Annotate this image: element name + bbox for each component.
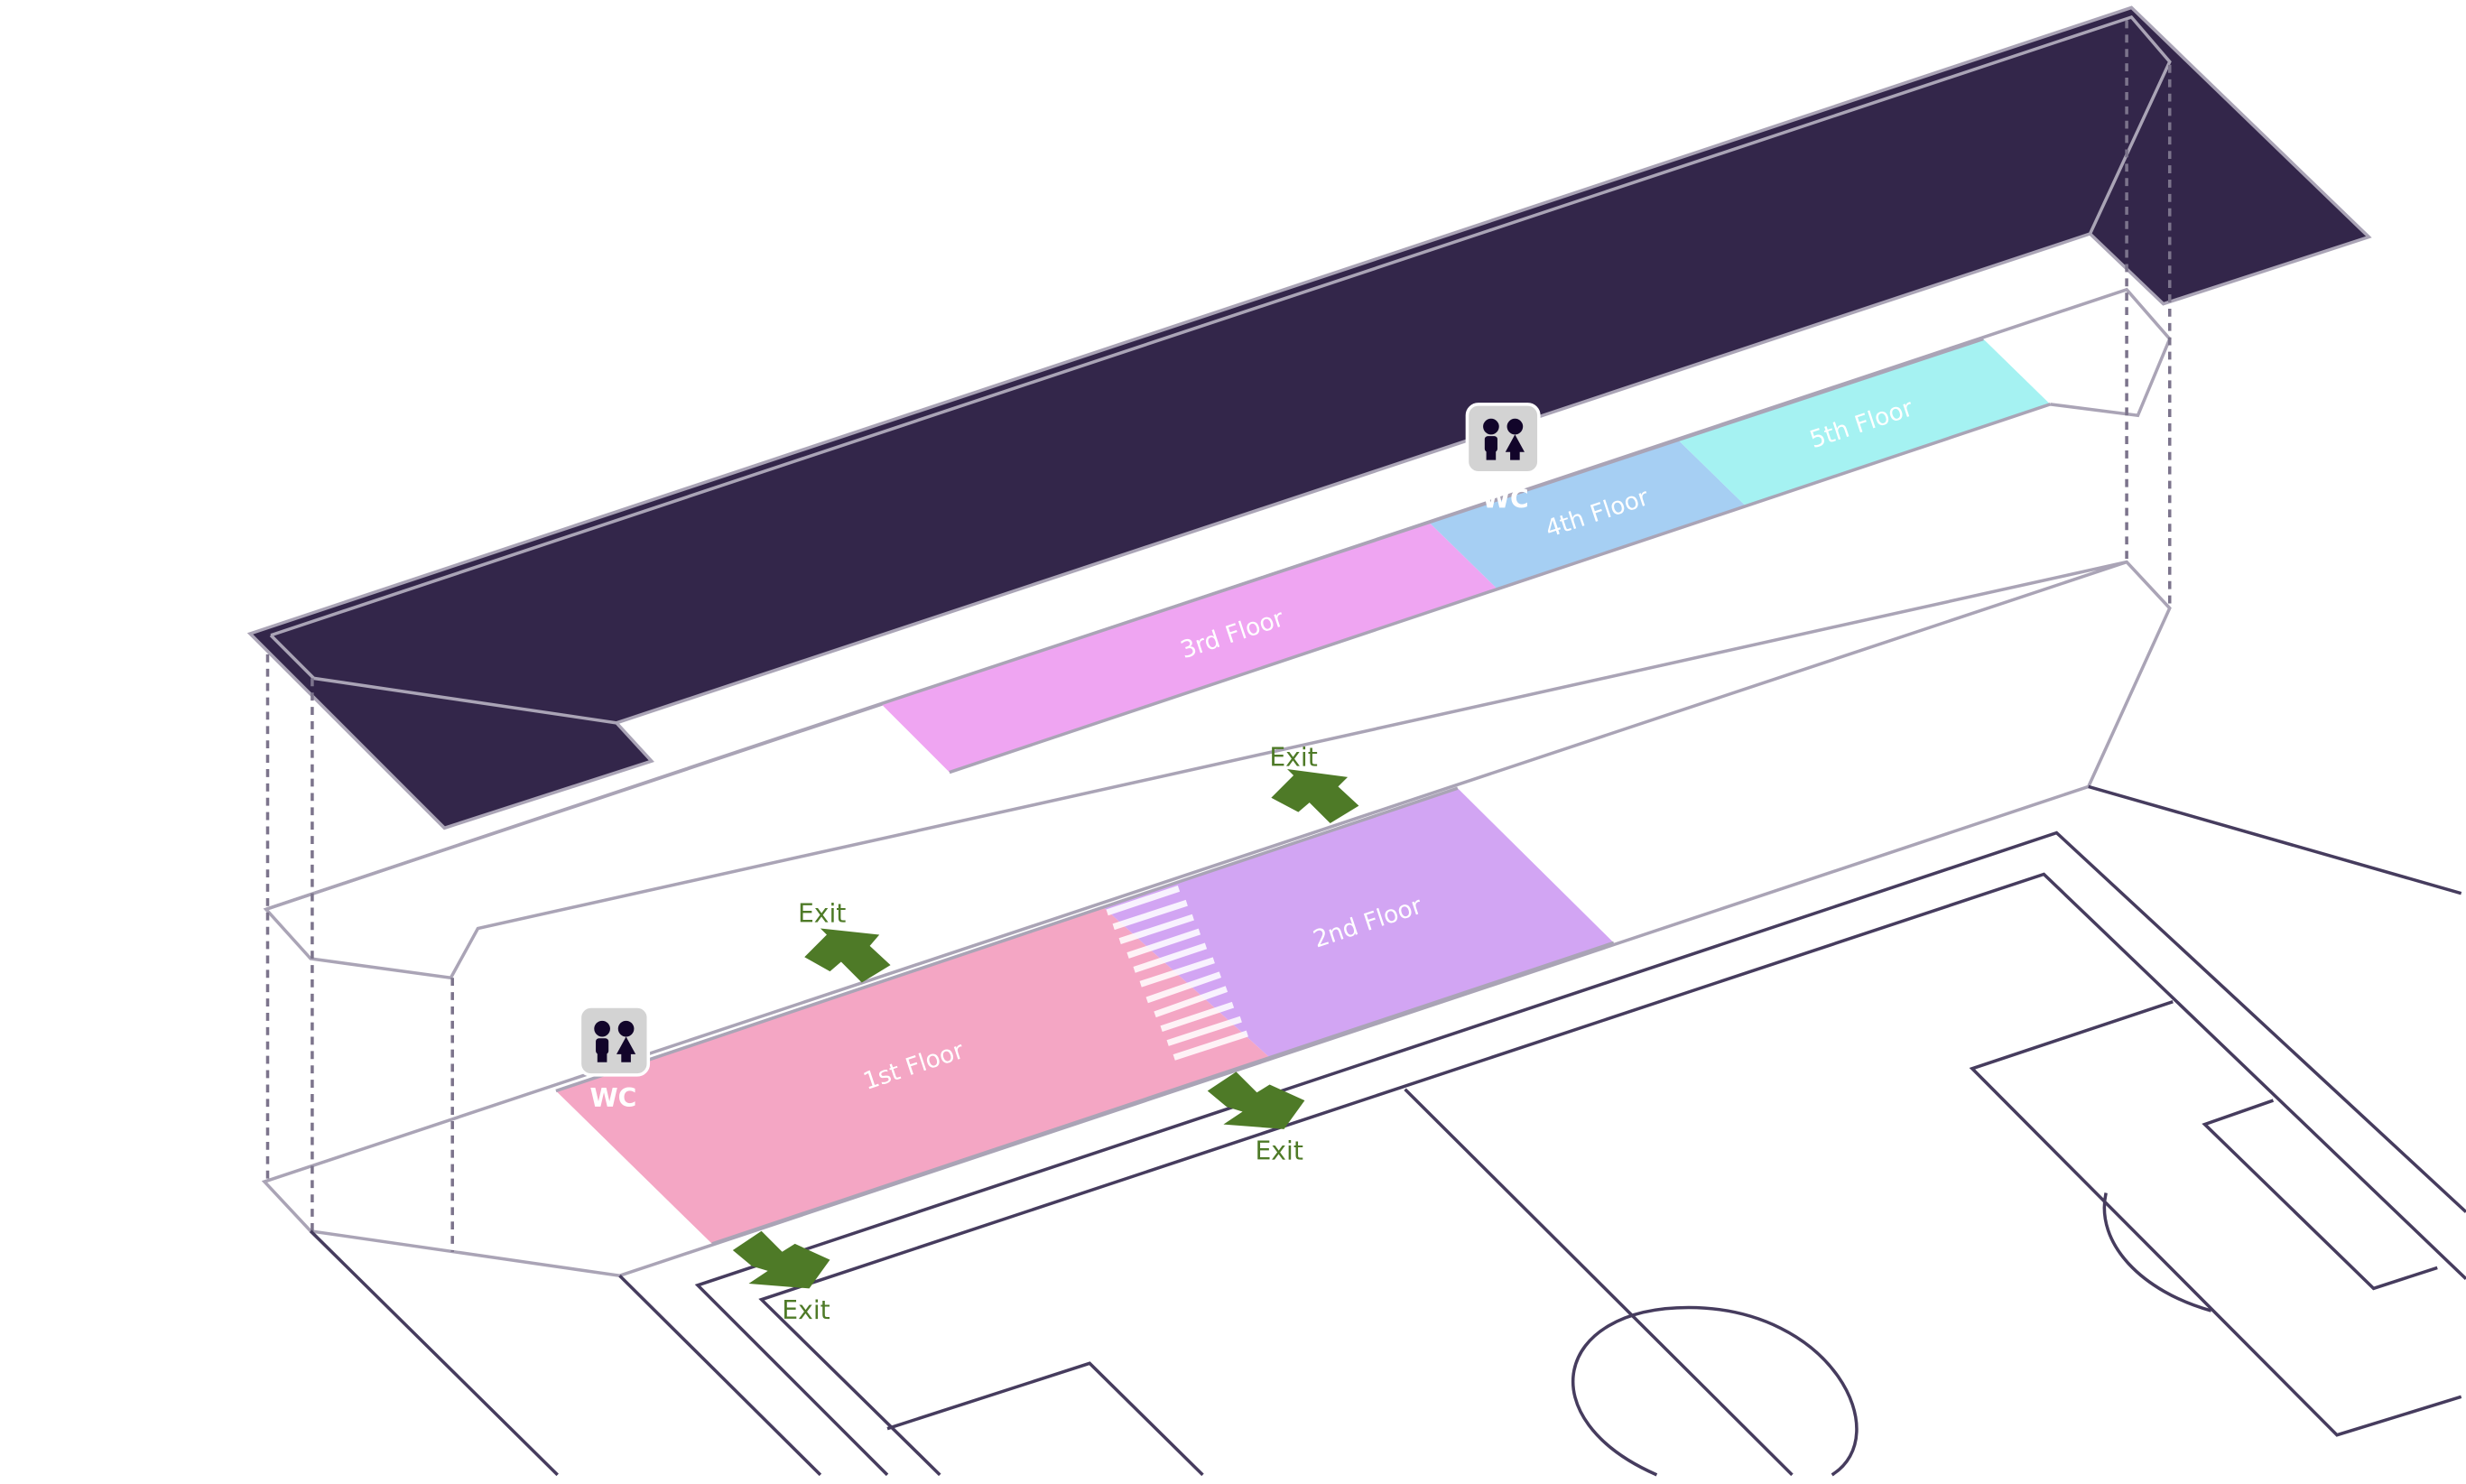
floor-1[interactable]: 1st Floor: [555, 907, 1270, 1244]
exit-arrow-icon: [732, 1230, 830, 1289]
floor-4[interactable]: 4th Floor: [1429, 439, 1747, 589]
exit-label: Exit: [1269, 742, 1317, 772]
restroom-upper[interactable]: WC: [1465, 403, 1541, 515]
restroom-lower[interactable]: WC: [578, 1005, 651, 1113]
restroom-label: WC: [590, 1083, 637, 1113]
roof: [246, 5, 2372, 830]
exit-arrow-icon: [1271, 769, 1359, 824]
pitch-lines: [309, 784, 2466, 1477]
floor-5[interactable]: 5th Floor: [1677, 339, 2051, 506]
exit-arrow-icon: [804, 928, 891, 983]
exit-top[interactable]: Exit: [1269, 742, 1359, 824]
exit-arrow-icon: [1207, 1071, 1305, 1129]
floor-2[interactable]: 2nd Floor: [1104, 788, 1614, 1058]
restroom-icon: [1483, 418, 1525, 460]
exit-upper-left[interactable]: Exit: [798, 898, 891, 983]
restroom-icon: [594, 1020, 636, 1062]
staircase: [1106, 886, 1248, 1061]
exit-lower-left[interactable]: Exit: [732, 1230, 830, 1325]
exit-label: Exit: [1255, 1136, 1303, 1165]
exit-label: Exit: [798, 898, 846, 928]
restroom-label: WC: [1482, 485, 1529, 515]
floor-3[interactable]: 3rd Floor: [880, 522, 1497, 773]
exit-label: Exit: [782, 1295, 830, 1325]
exit-lower-right[interactable]: Exit: [1207, 1071, 1305, 1165]
